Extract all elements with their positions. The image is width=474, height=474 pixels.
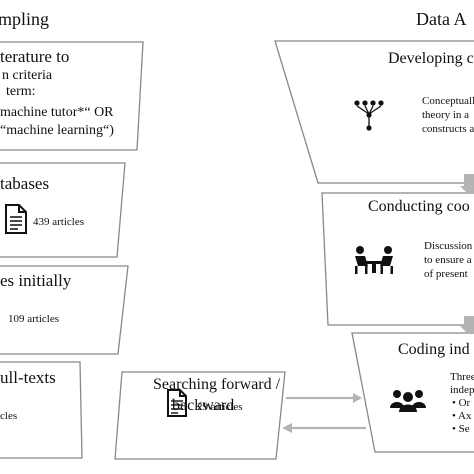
document-icon — [167, 389, 187, 417]
right-step-2-line: Discussion — [424, 240, 473, 252]
hierarchy-icon — [354, 100, 384, 131]
right-step-3-bullet-text: Se — [458, 423, 470, 435]
arrow-left — [282, 423, 366, 433]
right-step-3-bullet: • Ax — [452, 410, 472, 422]
left-step-2-count: 439 articles — [33, 216, 85, 228]
left-box-4 — [0, 361, 83, 459]
right-box-3 — [351, 332, 474, 453]
left-step-4-count: cles — [0, 410, 18, 422]
right-step-3-bullet: • Se — [452, 423, 470, 435]
left-box-1 — [0, 41, 144, 151]
left-step-1-line: n criteria — [2, 68, 53, 83]
right-step-3-bullet-text: Ax — [458, 410, 472, 422]
left-step-1-title: terature to — [0, 47, 70, 66]
meeting-icon — [355, 246, 393, 274]
right-step-1-line: Conceptuall — [422, 95, 474, 107]
document-icon — [5, 204, 27, 234]
left-step-1-line: machine tutor*“ OR — [0, 105, 114, 120]
search-box — [114, 371, 286, 460]
down-arrow-1 — [460, 174, 474, 193]
left-step-3-count: 109 articles — [8, 313, 60, 325]
left-step-1-line: term: — [6, 84, 36, 99]
right-step-1-title: Developing c — [388, 50, 474, 67]
search-step-title: backward — [172, 397, 235, 414]
left-box-2 — [0, 162, 126, 258]
arrow-right — [286, 393, 362, 403]
left-step-3-title: es initially — [0, 271, 72, 290]
search-step-title: Searching forward / — [153, 376, 281, 393]
down-arrow-2 — [460, 316, 474, 333]
right-step-2-line: to ensure a — [424, 254, 472, 266]
group-icon — [390, 390, 426, 412]
search-step-count: 29 articles — [197, 401, 243, 413]
left-step-1-line: “machine learning“) — [0, 123, 114, 138]
right-box-1 — [274, 40, 474, 184]
left-step-4-title: ull-texts — [0, 368, 56, 387]
right-step-3-bullet: • Or — [452, 397, 471, 409]
right-step-3-line: indep — [450, 384, 474, 396]
right-step-2-line: of present — [424, 268, 468, 280]
right-box-2 — [321, 192, 474, 326]
left-step-2-title: tabases — [0, 174, 50, 193]
sampling-header: mpling — [0, 9, 50, 29]
right-step-3-line: Three — [450, 371, 474, 383]
right-step-1-line: theory in a — [422, 109, 470, 121]
right-step-2-title: Conducting coo — [368, 198, 470, 215]
right-step-1-line: constructs a — [422, 123, 474, 135]
data-analysis-header: Data A — [416, 9, 467, 29]
right-step-3-title: Coding ind — [398, 341, 470, 358]
left-box-3 — [0, 265, 129, 355]
right-step-3-bullet-text: Or — [458, 397, 471, 409]
